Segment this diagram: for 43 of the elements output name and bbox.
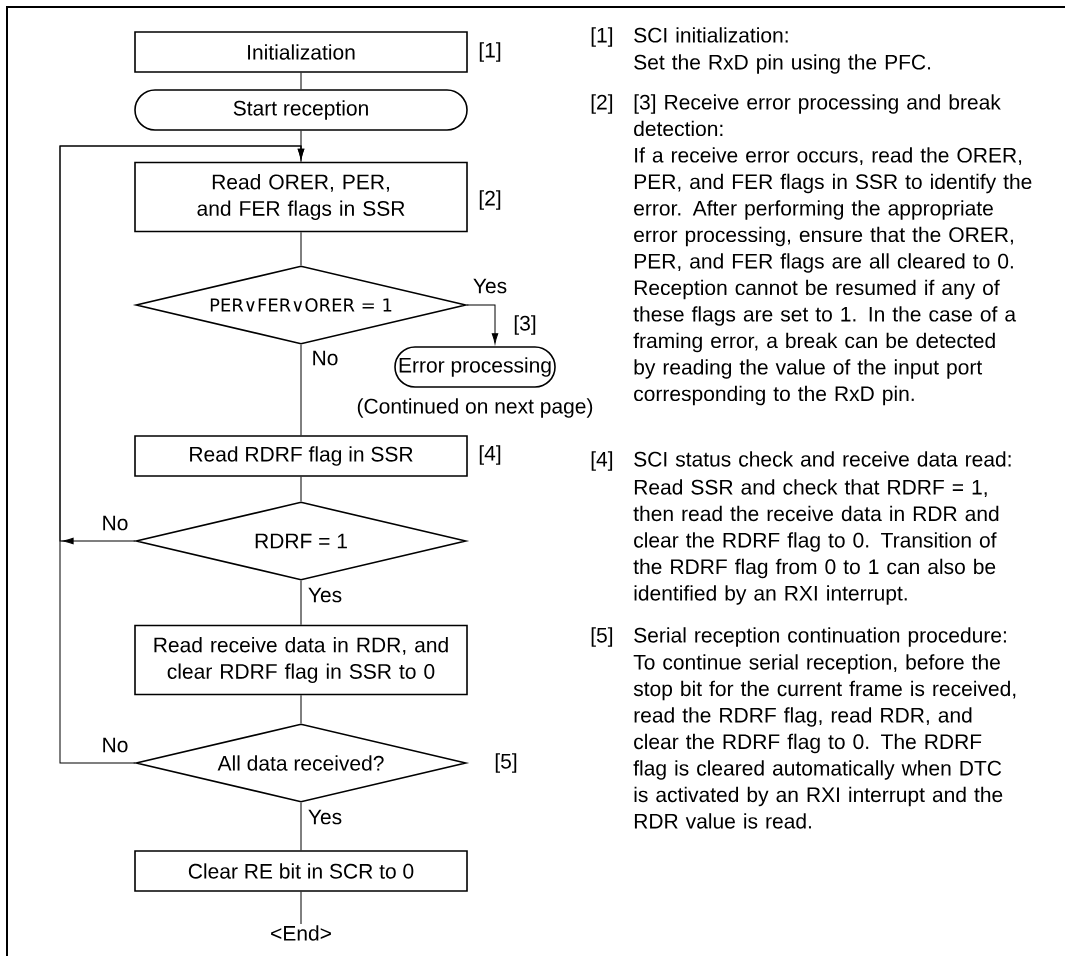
note-text: To continue serial reception, before the stop bit for the current frame is received, read the RDRF flag, read RDR, and clear the RDRF flag to 0. The RDRF flag is cleared automatically when DTC is activated by an RXI interrupt and the RDR value is read. xyxy=(633,654,1016,829)
note-heading: SCI initialization: xyxy=(634,27,788,43)
step-number: [3] xyxy=(514,315,536,335)
edge-label: Yes xyxy=(306,586,344,604)
step-number: [2] xyxy=(591,94,613,114)
edge-label: No xyxy=(100,736,130,754)
step-number: [4] xyxy=(479,445,501,465)
edge-label: Yes xyxy=(471,277,509,295)
arrow xyxy=(466,304,499,344)
connector xyxy=(300,802,302,851)
step-number: [5] xyxy=(495,753,517,773)
edge-label: No xyxy=(310,349,340,367)
step-number: [1] xyxy=(479,42,501,62)
connector xyxy=(300,580,302,626)
terminal-box: Error processing xyxy=(394,346,556,388)
step-number: [5] xyxy=(591,627,613,647)
step-number: [4] xyxy=(591,451,613,471)
terminal-box: Start reception xyxy=(134,89,468,131)
step-number: [2] xyxy=(479,190,501,210)
edge-label: No xyxy=(100,514,130,532)
connector xyxy=(300,72,302,90)
arrow xyxy=(59,145,305,764)
process-box: Read receive data in RDR, and clear RDRF flag in SSR to 0 xyxy=(134,624,468,696)
connector xyxy=(300,231,302,266)
end-text: <End> xyxy=(271,925,331,941)
continuation-note: (Continued on next page) xyxy=(357,398,593,418)
connector xyxy=(300,130,302,163)
note-heading: Serial reception continuation procedure: xyxy=(634,627,1006,647)
note-text: Set the RxD pin using the PFC. xyxy=(634,54,931,74)
process-box: Initialization xyxy=(134,31,468,73)
note-heading: SCI status check and receive data read: xyxy=(634,451,1011,467)
process-box: Read ORER, PER, and FER flags in SSR xyxy=(134,161,468,233)
process-box: Clear RE bit in SCR to 0 xyxy=(134,850,468,892)
note-heading: [3] Receive error processing and break detection: xyxy=(634,94,1001,137)
connector xyxy=(300,476,302,502)
note-text: Read SSR and check that RDRF = 1, then read the receive data in RDR and clear the RDRF flag to 0. Transition of the RDRF flag from 0 to 1 can also be identified by an RXI interrupt. xyxy=(633,479,999,605)
edge-label: Yes xyxy=(306,808,344,826)
note-text: If a receive error occurs, read the ORER, PER, and FER flags in SSR to identify the error. After performing the appropriate error processing, ensure that the ORER, PER, and FER flags are all cleared to 0. Reception cannot be resumed if any of these flags are set to 1. In the case of a framing error, a break can be detected by reading the value of the input port corresponding to the RxD pin. xyxy=(633,147,1032,406)
connector xyxy=(300,694,302,724)
step-number: [1] xyxy=(591,27,613,47)
connector xyxy=(300,891,302,925)
connector xyxy=(300,344,302,436)
process-box: Read RDRF flag in SSR xyxy=(134,435,468,477)
